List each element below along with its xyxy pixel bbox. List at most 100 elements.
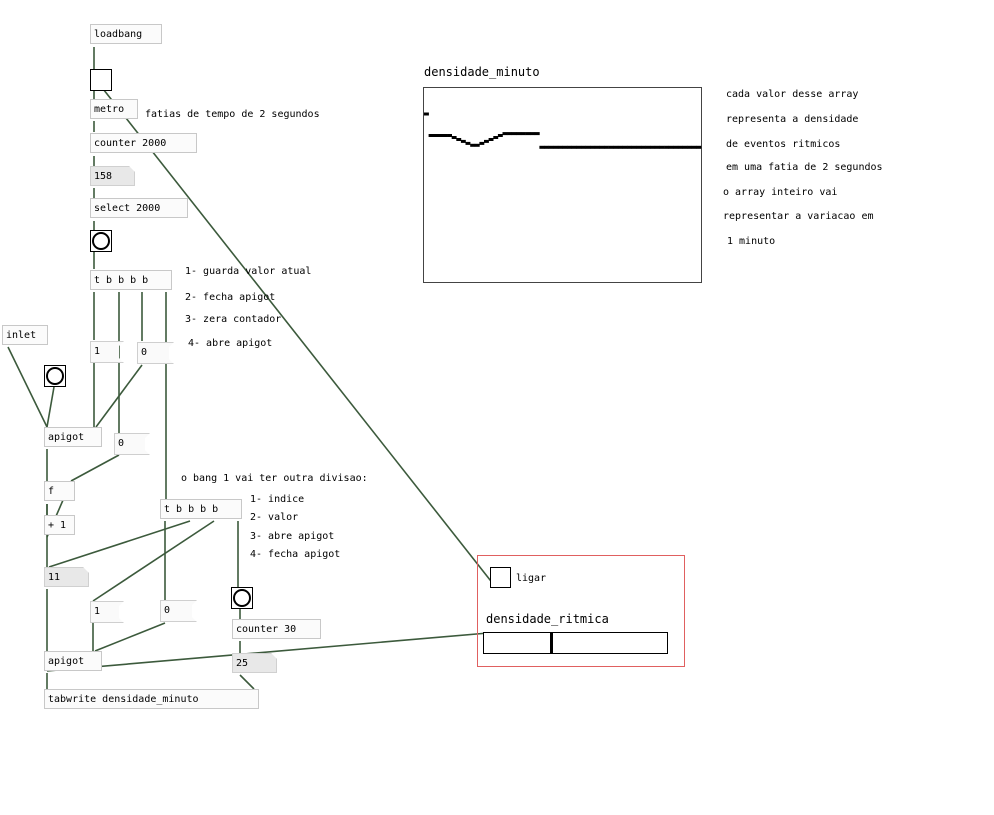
array-point xyxy=(424,112,429,116)
array-point xyxy=(497,134,503,137)
comment-r2: representa a densidade xyxy=(726,114,859,125)
metro-object[interactable]: metro xyxy=(90,99,138,119)
comment-fatias: fatias de tempo de 2 segundos xyxy=(145,109,320,120)
array-point xyxy=(520,132,526,136)
counter-2000-object[interactable]: counter 2000 xyxy=(90,133,197,153)
array-point xyxy=(544,145,549,149)
array-point xyxy=(608,145,614,149)
array-point xyxy=(636,145,642,149)
bang-circle-icon xyxy=(92,71,110,89)
message-0-c[interactable]: 0 xyxy=(160,600,197,622)
bang-inlet[interactable] xyxy=(44,365,66,387)
array-point xyxy=(617,145,623,149)
array-point xyxy=(599,145,605,149)
array-point xyxy=(511,132,517,136)
array-point xyxy=(696,145,702,149)
array-point xyxy=(682,145,688,149)
gop-box xyxy=(477,555,685,667)
array-point xyxy=(437,134,443,137)
plus-one-object[interactable]: + 1 xyxy=(44,515,75,535)
comment-r3: de eventos ritmicos xyxy=(726,139,841,150)
message-0-b[interactable]: 0 xyxy=(114,433,150,455)
array-point xyxy=(664,145,669,149)
array-point xyxy=(590,145,596,149)
inlet-object[interactable]: inlet xyxy=(2,325,48,345)
array-point xyxy=(465,141,471,145)
slider-densidade[interactable] xyxy=(483,632,668,654)
array-point xyxy=(539,145,545,149)
comment-fecha-apigot: 4- fecha apigot xyxy=(250,549,341,560)
array-point xyxy=(488,138,494,141)
message-1-a[interactable]: 1 xyxy=(90,341,124,363)
select-2000-object[interactable]: select 2000 xyxy=(90,198,188,218)
number-11[interactable]: 11 xyxy=(44,567,89,587)
array-point xyxy=(668,145,674,149)
toggle-ligar[interactable] xyxy=(490,567,511,588)
comment-zera: 3- zera contador xyxy=(185,314,282,325)
array-point xyxy=(641,145,646,149)
comment-guarda: 1- guarda valor atual xyxy=(185,266,312,277)
array-point xyxy=(451,136,457,139)
number-158[interactable]: 158 xyxy=(90,166,135,186)
array-point xyxy=(604,145,609,149)
array-point xyxy=(428,134,434,137)
comment-r7: 1 minuto xyxy=(727,236,776,247)
apigot-object-1[interactable]: apigot xyxy=(44,427,102,447)
comment-r1: cada valor desse array xyxy=(726,89,859,100)
message-0-a[interactable]: 0 xyxy=(137,342,174,364)
array-point xyxy=(530,132,536,136)
slider-handle[interactable] xyxy=(550,633,553,653)
array-point xyxy=(548,145,554,149)
tabwrite-object[interactable]: tabwrite densidade_minuto xyxy=(44,689,259,709)
counter-30-object[interactable]: counter 30 xyxy=(232,619,321,639)
bang-select[interactable] xyxy=(90,230,112,252)
comment-fecha: 2- fecha apigot xyxy=(185,292,276,303)
array-point xyxy=(576,145,582,149)
trigger-object-1[interactable]: t b b b b xyxy=(90,270,172,290)
array-point xyxy=(525,132,531,136)
comment-valor: 2- valor xyxy=(250,512,299,523)
comment-r6: representar a variacao em xyxy=(723,211,874,222)
bang-loadbang[interactable] xyxy=(90,69,112,91)
array-point xyxy=(433,134,439,137)
number-25[interactable]: 25 xyxy=(232,653,277,673)
message-1-b[interactable]: 1 xyxy=(90,601,124,623)
array-point xyxy=(673,145,679,149)
comment-abre-apigot: 3- abre apigot xyxy=(250,531,335,542)
array-point xyxy=(687,145,692,149)
array-point xyxy=(502,132,508,136)
apigot-object-2[interactable]: apigot xyxy=(44,651,102,671)
comment-r5: o array inteiro vai xyxy=(723,187,838,198)
comment-r4: em uma fatia de 2 segundos xyxy=(726,162,883,173)
array-graph[interactable] xyxy=(423,87,702,283)
array-point xyxy=(631,145,637,149)
array-point xyxy=(562,145,568,149)
array-point xyxy=(442,134,448,137)
array-point xyxy=(585,145,591,149)
comment-indice: 1- indice xyxy=(250,494,305,505)
comment-obang: o bang 1 vai ter outra divisao: xyxy=(181,473,368,484)
array-point xyxy=(470,143,476,147)
bang-circle-icon xyxy=(46,367,64,385)
array-point xyxy=(691,145,697,149)
float-object[interactable]: f xyxy=(44,481,75,501)
array-point xyxy=(622,145,628,149)
bang-counter30[interactable] xyxy=(231,587,253,609)
array-point xyxy=(534,132,540,136)
array-point xyxy=(447,134,452,137)
trigger-object-2[interactable]: t b b b b xyxy=(160,499,242,519)
array-point xyxy=(581,145,586,149)
array-point xyxy=(571,145,577,149)
array-point xyxy=(594,145,600,149)
array-point xyxy=(650,145,656,149)
bang-circle-icon xyxy=(233,589,251,607)
array-point xyxy=(479,141,485,145)
slider-label: densidade_ritmica xyxy=(486,612,609,626)
array-point xyxy=(507,132,512,136)
array-point xyxy=(627,145,632,149)
array-point xyxy=(474,143,480,147)
comment-abre: 4- abre apigot xyxy=(188,338,273,349)
array-point xyxy=(493,136,499,139)
loadbang-object[interactable]: loadbang xyxy=(90,24,162,44)
